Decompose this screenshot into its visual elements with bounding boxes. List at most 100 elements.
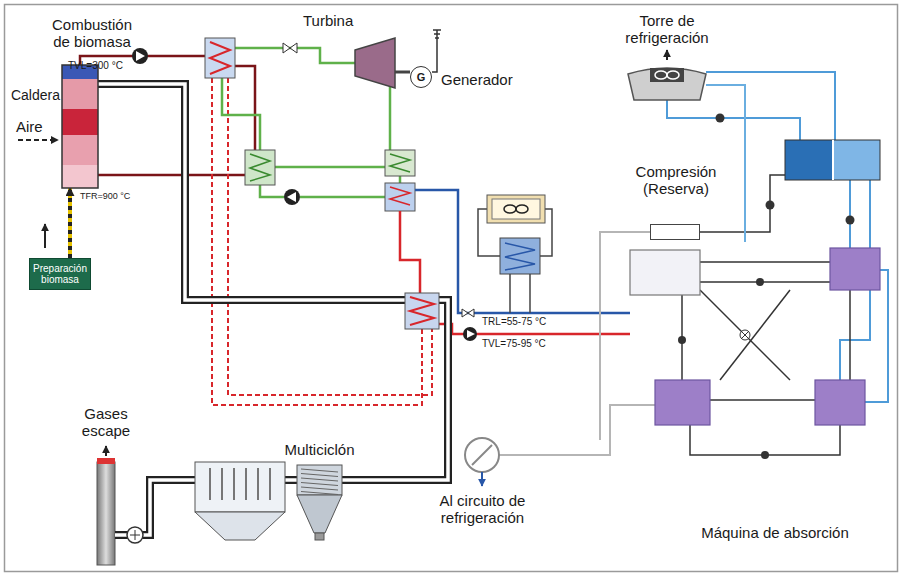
node-label: Turbina xyxy=(303,12,363,29)
cyclone-cone xyxy=(297,495,342,533)
node-label: Gases escape xyxy=(75,405,137,440)
grid-symbol xyxy=(432,30,441,72)
cyclone-outlet xyxy=(315,533,324,540)
tower-fan xyxy=(650,68,684,82)
return-water-line xyxy=(415,190,630,313)
oil-pump xyxy=(136,51,145,61)
exhaust-stack: Gases escape xyxy=(97,458,115,565)
bag-filter xyxy=(210,468,270,500)
absorption-machine: Máquina de absorción xyxy=(625,242,887,432)
multicyclone: Multiciclón xyxy=(297,465,342,540)
orc-heat-exchanger xyxy=(250,154,270,181)
turbine-shape xyxy=(355,38,395,88)
bag-filter xyxy=(195,462,285,540)
cooling-water-line xyxy=(706,72,835,140)
cyclone-swirl xyxy=(301,478,338,481)
dry-cooler-pipes xyxy=(509,274,511,313)
oil-heat-exchanger xyxy=(210,42,230,74)
node-label: Generador xyxy=(441,71,521,88)
biomass-feed-line xyxy=(68,188,72,258)
label-holder: Preparación biomasa xyxy=(33,263,87,286)
boiler: Caldera xyxy=(62,65,98,188)
condenser xyxy=(385,183,415,211)
label-holder: Aire xyxy=(16,118,56,135)
valve-symbol xyxy=(462,309,474,317)
stack xyxy=(97,462,115,565)
stack xyxy=(97,446,115,565)
node-label: Caldera xyxy=(2,87,60,103)
section-title: Combustión de biomasa xyxy=(48,16,136,51)
grid-symbol xyxy=(433,29,441,31)
tower-fan xyxy=(667,71,679,79)
stack xyxy=(97,458,115,464)
node-label: G xyxy=(417,71,426,84)
recuperator xyxy=(385,150,415,176)
fan-symbol xyxy=(130,530,140,540)
feed-arrow xyxy=(45,224,46,248)
boiler-layer xyxy=(62,109,98,135)
cyclone-body xyxy=(297,465,342,495)
compression-line xyxy=(700,175,785,232)
water-pump xyxy=(463,327,477,341)
node-label: Máquina de absorción xyxy=(680,524,870,541)
absorption-valve xyxy=(741,331,749,339)
generator: GeneradorG xyxy=(410,66,432,88)
cooling-pump xyxy=(846,216,855,225)
orc-loop xyxy=(260,185,284,197)
label-holder: G xyxy=(417,71,426,84)
label-holder: Compresión (Reserva) xyxy=(626,163,726,198)
label-holder: Caldera xyxy=(2,87,60,103)
temperature-label: TVL=300 °C xyxy=(68,60,138,72)
air-arrow xyxy=(18,139,58,141)
absorption-pump xyxy=(678,336,686,344)
cooling-tower: Torre de refrigeración xyxy=(628,62,706,100)
condenser xyxy=(390,187,410,205)
boiler-outline xyxy=(62,65,98,188)
fan-symbol xyxy=(127,527,143,543)
temperature-label: TRL=55-75 °C xyxy=(482,316,572,328)
absorption-piping xyxy=(700,261,830,263)
auxiliary-line xyxy=(499,405,655,455)
frame xyxy=(5,5,898,572)
hot-oil-dashed-line xyxy=(212,78,432,405)
absorption-vessel xyxy=(630,250,700,295)
cyclone-swirl xyxy=(301,469,338,472)
label-holder: TFR=900 °C xyxy=(80,191,140,201)
dry-cooler-fan xyxy=(504,205,516,213)
boiler-layer xyxy=(62,165,98,188)
dry-cooler-exchanger xyxy=(505,243,535,270)
node-label: Compresión (Reserva) xyxy=(626,163,726,198)
grid-symbol xyxy=(434,33,440,35)
turbine-outline xyxy=(355,38,395,88)
generator-shaft xyxy=(395,71,410,74)
cooling-water-line xyxy=(849,180,851,248)
water-pump xyxy=(463,327,477,341)
tower-arrow xyxy=(667,50,668,60)
boiler-layer xyxy=(62,135,98,165)
node-label: Torre de refrigeración xyxy=(607,12,727,47)
orc-pump xyxy=(287,192,296,202)
cooling-heat-exchanger xyxy=(832,140,834,180)
dry-cooler-pipes xyxy=(529,274,531,313)
cooling-heat-exchanger xyxy=(785,140,833,180)
cyclone-swirl xyxy=(301,483,338,486)
boiler-outline xyxy=(62,65,98,188)
label-holder: Multiciclón xyxy=(269,441,370,458)
compression-pump xyxy=(766,201,775,210)
absorption-piping xyxy=(720,290,790,380)
absorption-valve xyxy=(740,330,750,340)
tower-fan xyxy=(655,71,667,79)
biomass-feed-line xyxy=(70,188,71,258)
label-holder: Máquina de absorción xyxy=(680,524,870,541)
cooling-circuit-dial xyxy=(465,438,499,486)
cooling-circuit-dial xyxy=(465,438,499,472)
cooling-circuit-dial xyxy=(472,445,492,465)
frame xyxy=(5,5,898,572)
valve-symbol xyxy=(283,43,297,53)
orc-loop xyxy=(399,176,402,183)
cooling-pump xyxy=(716,114,725,123)
turbine: Turbina xyxy=(355,38,395,88)
absorption-vessel xyxy=(655,380,710,425)
